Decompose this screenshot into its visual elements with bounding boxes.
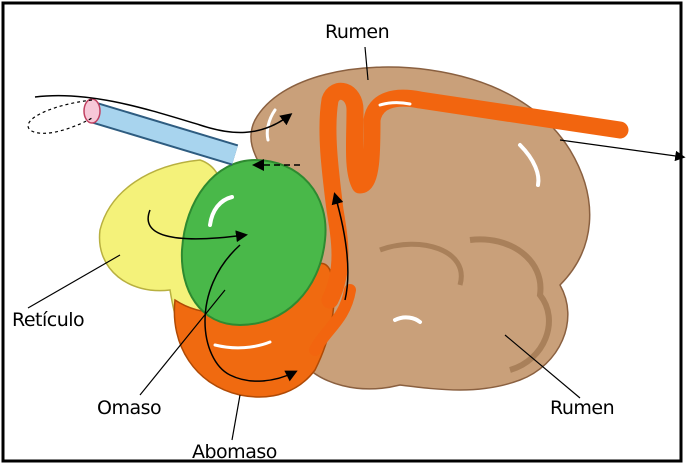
label-rumen-bottom: Rumen (550, 397, 614, 419)
label-omaso: Omaso (97, 397, 161, 419)
esophagus-opening (84, 99, 100, 123)
label-reticulo: Retículo (12, 309, 84, 331)
label-abomaso: Abomaso (192, 441, 277, 463)
label-rumen-top: Rumen (325, 21, 389, 43)
